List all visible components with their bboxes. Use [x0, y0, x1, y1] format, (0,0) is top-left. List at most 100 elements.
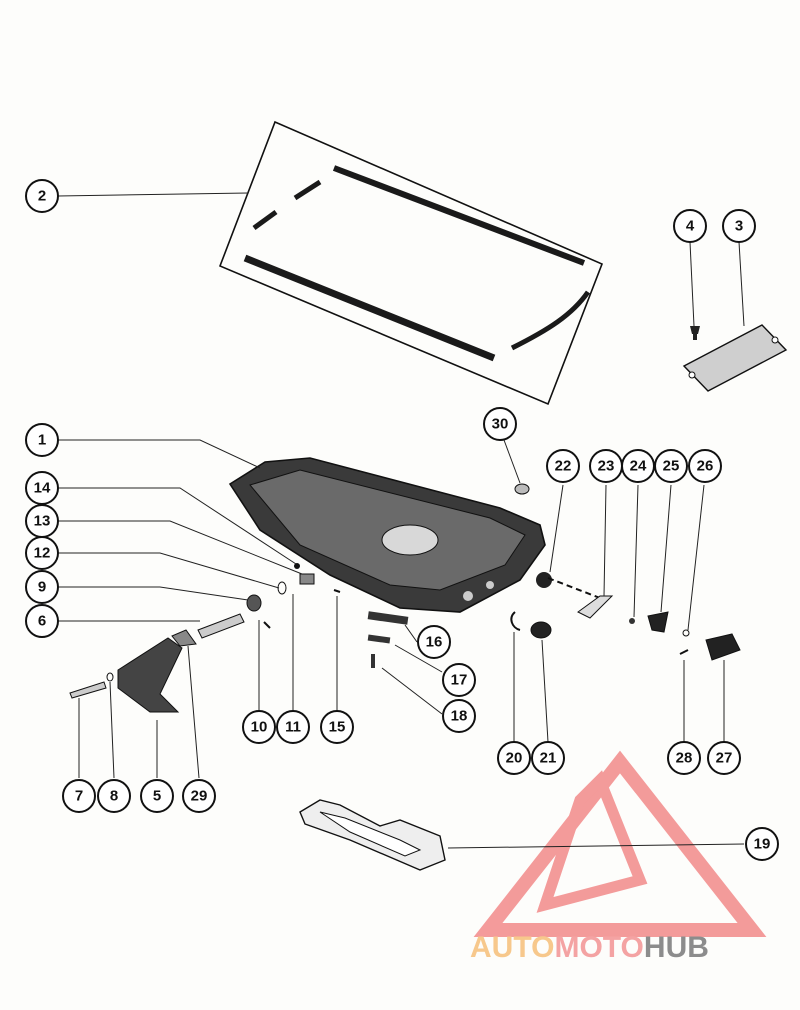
cover-plate — [682, 324, 788, 392]
part-9-bushing — [246, 594, 262, 612]
part-26-clip — [682, 629, 690, 637]
part-18-screw — [371, 654, 375, 668]
callout-4: 4 — [673, 209, 707, 243]
watermark-auto: AUTO — [470, 931, 554, 964]
part-25-latch — [647, 611, 669, 633]
callout-11: 11 — [276, 710, 310, 744]
watermark-triangle-outer — [473, 750, 767, 937]
seal-kit-box — [218, 120, 604, 406]
callout-25: 25 — [654, 449, 688, 483]
callout-18: 18 — [442, 699, 476, 733]
callout-24: 24 — [621, 449, 655, 483]
svg-text:20: 20 — [506, 750, 523, 767]
assembly-line — [547, 577, 601, 599]
svg-text:5: 5 — [153, 788, 161, 805]
svg-text:28: 28 — [676, 750, 693, 767]
callout-16: 16 — [417, 625, 451, 659]
svg-text:17: 17 — [451, 672, 468, 689]
watermark-moto: MOTO — [554, 931, 643, 964]
part-8-washer — [106, 672, 114, 682]
svg-text:7: 7 — [75, 788, 83, 805]
callout-7: 7 — [62, 779, 96, 813]
svg-text:21: 21 — [540, 750, 557, 767]
svg-text:3: 3 — [735, 218, 743, 235]
part-22-knob — [536, 572, 552, 588]
watermark-text: AUTOMOTOHUB — [470, 931, 709, 964]
part-19-gasket — [299, 799, 446, 871]
svg-text:27: 27 — [716, 750, 733, 767]
svg-text:8: 8 — [110, 788, 118, 805]
svg-text:11: 11 — [285, 719, 301, 736]
svg-text:10: 10 — [251, 719, 268, 736]
part-23-latch-lever — [577, 595, 614, 619]
callout-22: 22 — [546, 449, 580, 483]
callout-26: 26 — [688, 449, 722, 483]
part-20-clip — [510, 611, 521, 631]
callout-1: 1 — [25, 423, 59, 457]
svg-text:19: 19 — [754, 836, 771, 853]
seal-piece-small-2 — [252, 209, 278, 231]
callout-3: 3 — [722, 209, 756, 243]
callout-27: 27 — [707, 741, 741, 775]
part-27-handle — [705, 633, 741, 661]
callout-28: 28 — [667, 741, 701, 775]
part-7-bolt — [69, 681, 107, 699]
seal-strip-bottom — [243, 254, 496, 362]
svg-text:15: 15 — [329, 719, 346, 736]
watermark-triangle-inner — [536, 770, 648, 913]
part-17-plate — [367, 634, 391, 644]
callout-14: 14 — [25, 471, 59, 505]
svg-text:18: 18 — [451, 708, 468, 725]
callout-9: 9 — [25, 570, 59, 604]
svg-text:22: 22 — [555, 458, 572, 475]
callout-17: 17 — [442, 663, 476, 697]
callout-6: 6 — [25, 604, 59, 638]
part-30-grommet — [514, 483, 530, 495]
seal-strip-top — [332, 165, 586, 266]
callout-15: 15 — [320, 710, 354, 744]
part-5-handle — [117, 637, 183, 713]
part-29-retainer — [171, 629, 197, 647]
svg-text:9: 9 — [38, 579, 46, 596]
callout-20: 20 — [497, 741, 531, 775]
svg-text:26: 26 — [697, 458, 714, 475]
callout-5: 5 — [140, 779, 174, 813]
leader-lines — [57, 192, 745, 849]
callout-10: 10 — [242, 710, 276, 744]
svg-text:13: 13 — [34, 513, 51, 530]
callout-13: 13 — [25, 504, 59, 538]
watermark-hub: HUB — [644, 931, 709, 964]
svg-text:16: 16 — [426, 634, 443, 651]
part-14-washer — [294, 563, 300, 569]
callout-30: 30 — [483, 407, 517, 441]
svg-text:6: 6 — [38, 613, 46, 630]
callout-29: 29 — [182, 779, 216, 813]
svg-text:12: 12 — [34, 545, 51, 562]
callout-23: 23 — [589, 449, 623, 483]
svg-text:23: 23 — [598, 458, 615, 475]
part-24-screw — [629, 618, 635, 624]
watermark-logo — [473, 750, 767, 937]
bottom-cowl — [228, 457, 546, 613]
part-15-pin — [333, 589, 341, 593]
svg-text:24: 24 — [630, 458, 647, 475]
part-21-bushing — [530, 621, 552, 639]
callout-12: 12 — [25, 536, 59, 570]
svg-text:25: 25 — [663, 458, 680, 475]
plate-screw — [690, 326, 700, 340]
callout-8: 8 — [97, 779, 131, 813]
part-10-pin — [263, 621, 271, 629]
svg-text:14: 14 — [34, 480, 51, 497]
part-12-spring — [277, 581, 287, 595]
part-28-pin — [679, 649, 689, 655]
svg-text:1: 1 — [38, 432, 46, 449]
svg-text:30: 30 — [492, 416, 509, 433]
svg-text:29: 29 — [191, 788, 208, 805]
part-16-plate — [367, 611, 409, 625]
seal-strip-curved — [510, 290, 591, 351]
part-6-shaft — [197, 613, 245, 639]
svg-text:2: 2 — [38, 188, 46, 205]
callout-2: 2 — [25, 179, 59, 213]
